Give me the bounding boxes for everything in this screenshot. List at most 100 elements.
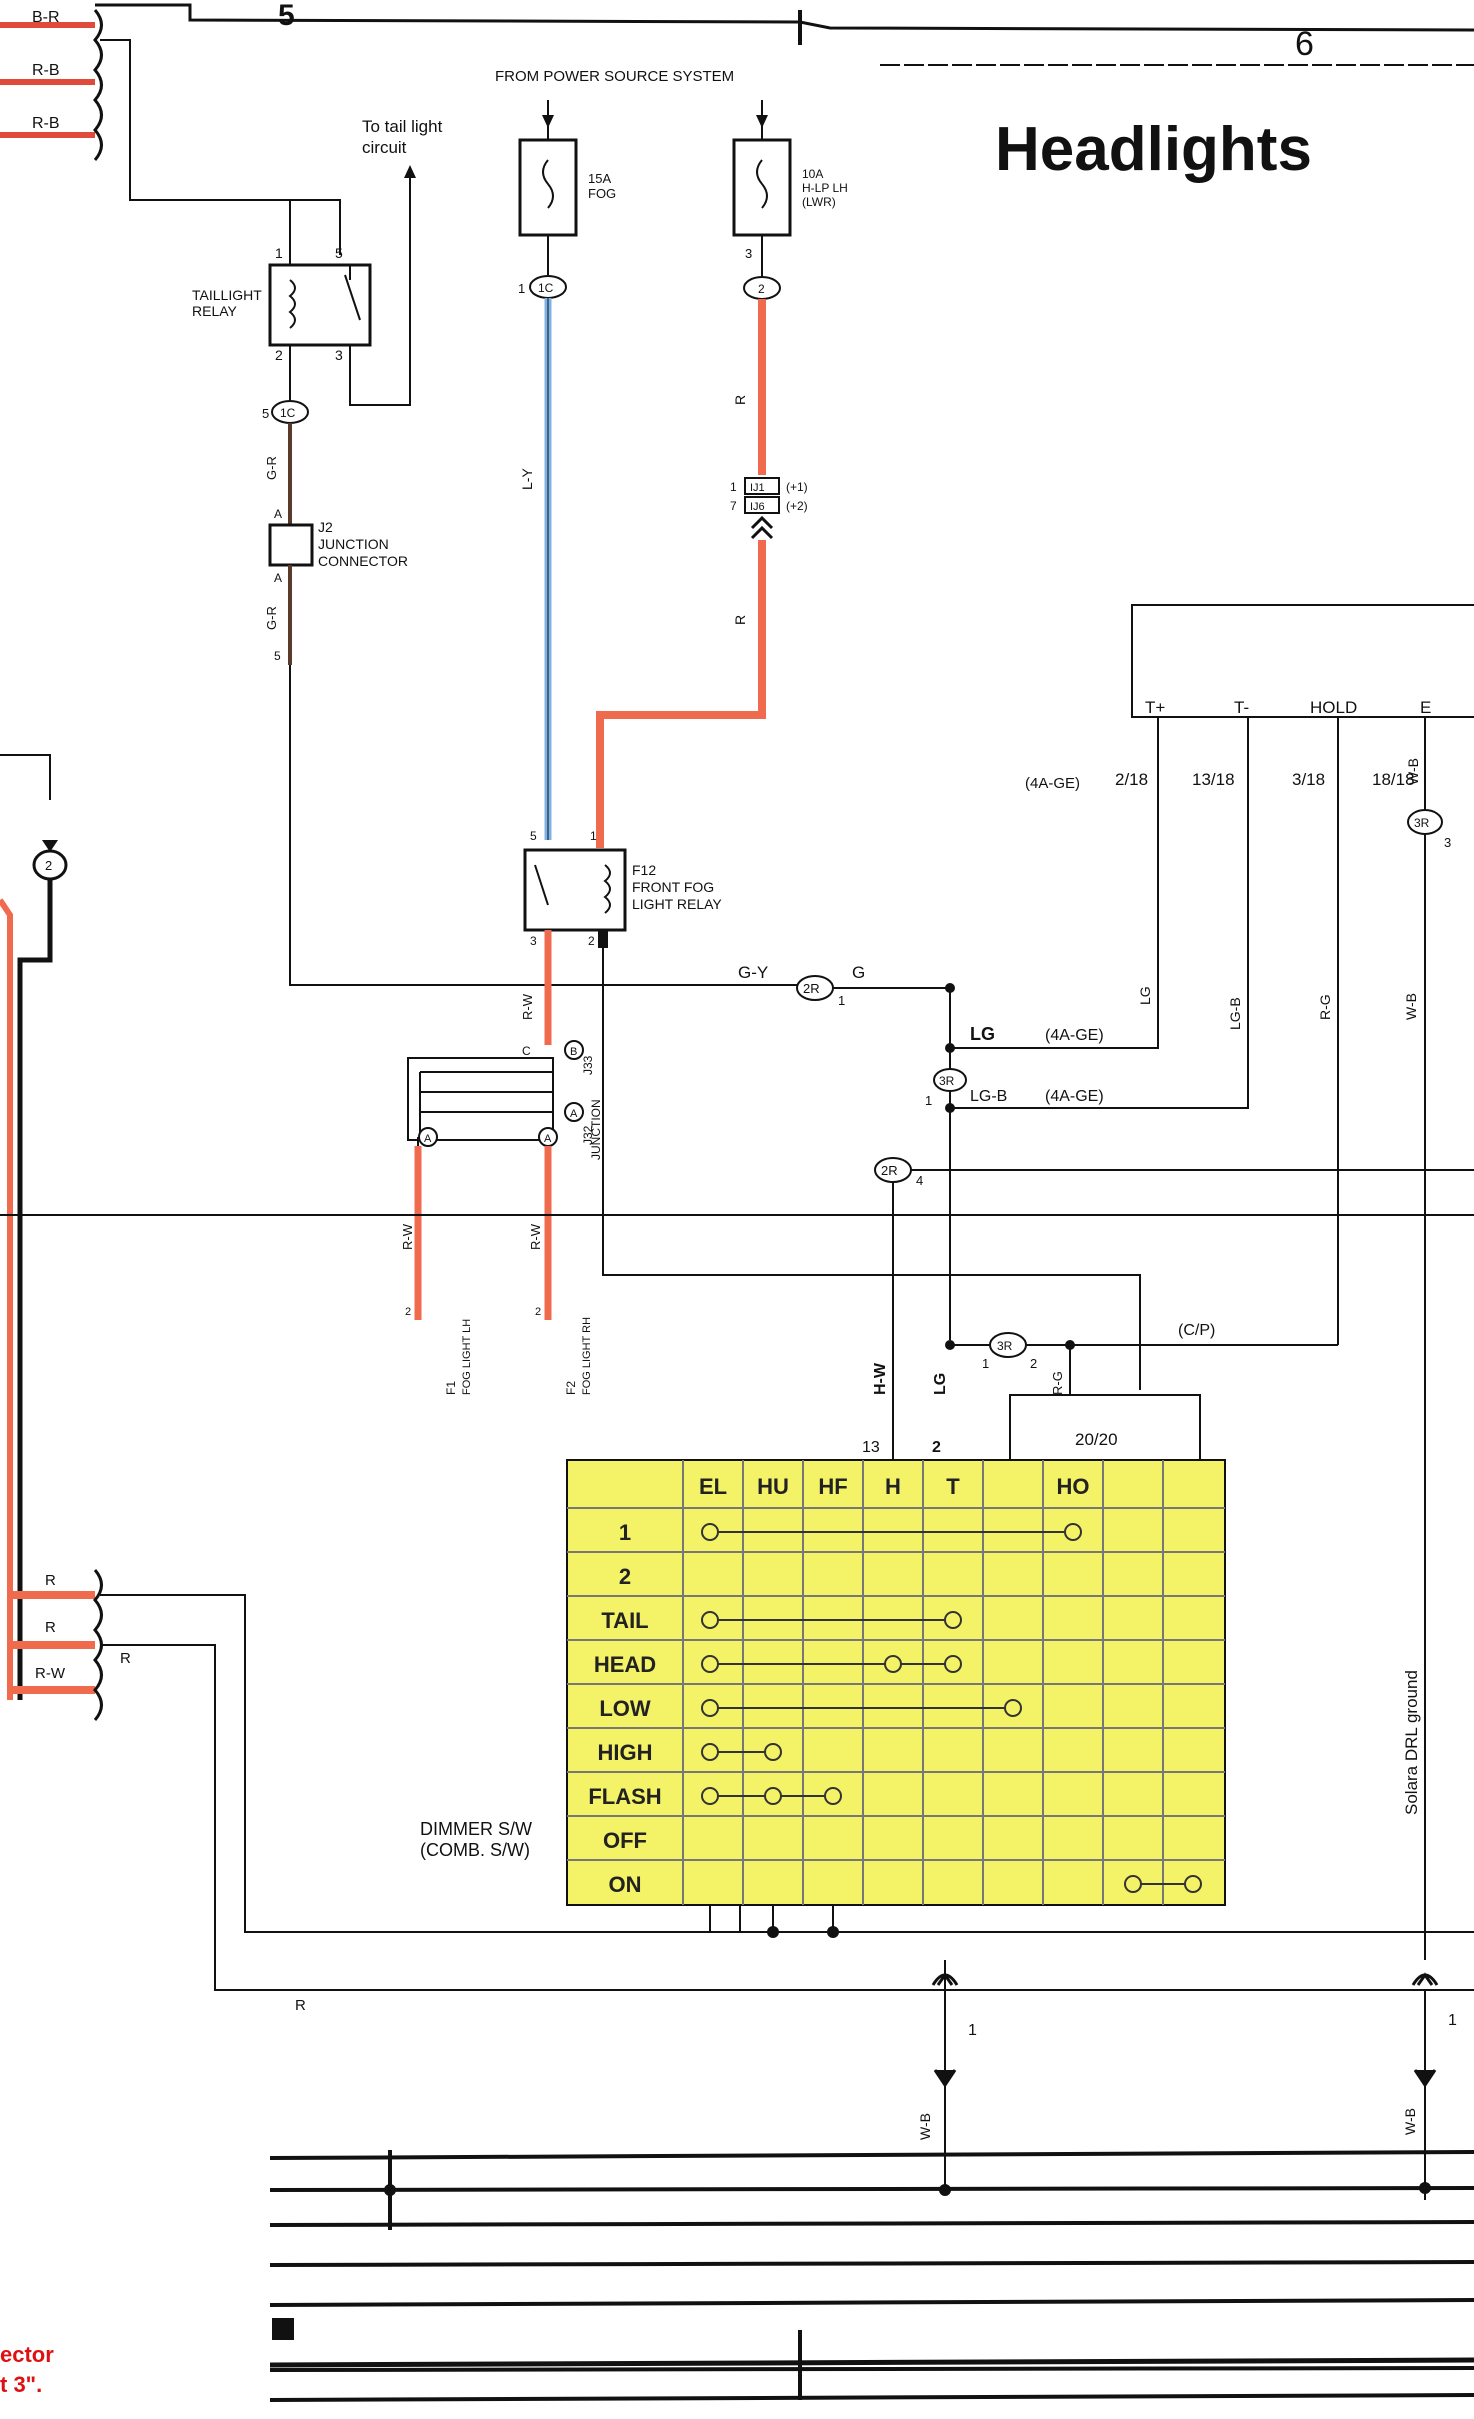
switch-row-flash: FLASH — [588, 1784, 661, 1809]
ecu-wire-lg: LG — [1137, 986, 1153, 1005]
ground-left: 1 W-B — [917, 1960, 977, 2190]
fuse-fog-rating: 15A — [588, 171, 611, 186]
left-wire-r-right: R — [120, 1650, 131, 1667]
wire-label-r-1: R — [732, 395, 748, 405]
wire-r: R 1 IJ1 (+1) 7 IJ6 (+2) R — [596, 299, 808, 848]
ecu-fraction-3: 3/18 — [1292, 770, 1325, 789]
junction-lg-note: (4A-GE) — [1045, 1027, 1104, 1044]
switch-header-el: EL — [699, 1474, 727, 1499]
connector-3r-cp-id: 3R — [997, 1339, 1013, 1353]
ij-pin-7: 7 — [730, 499, 737, 513]
tail-light-note-2: circuit — [362, 138, 407, 157]
drl-ground-label: Solara DRL ground — [1402, 1670, 1421, 1815]
power-source-label: FROM POWER SOURCE SYSTEM — [495, 68, 734, 85]
top-left-wires: B-R R-B R-B — [0, 9, 341, 255]
ecu-terminal-tminus: T- — [1234, 698, 1249, 717]
top-frame: 5 6 — [95, 0, 1474, 66]
fog-lights: 2 F1 FOG LIGHT LH 2 F2 FOG LIGHT RH — [405, 1306, 593, 1395]
switch-row-off: OFF — [603, 1828, 647, 1853]
ecu-terminal-e: E — [1420, 698, 1431, 717]
front-fog-relay: 5 1 3 2 F12 FRONT FOG LIGHT RELAY — [523, 829, 1141, 1390]
wire-label-g: G — [852, 963, 865, 982]
fog-relay-pin-1: 1 — [590, 829, 597, 843]
taillight-pin-3: 3 — [335, 347, 343, 363]
taillight-pin-2: 2 — [275, 347, 283, 363]
connector-3r-cp-pin1: 1 — [982, 1356, 989, 1371]
ecu-fraction-4: 18/18 — [1372, 770, 1415, 789]
switch-row-1: 1 — [619, 1520, 631, 1545]
switch-header-h: H — [885, 1474, 901, 1499]
bottom-wire-r: R — [295, 1997, 306, 2014]
connector-2r-b-group: 2R 4 — [874, 1157, 1474, 1460]
switch-header-t: T — [946, 1474, 960, 1499]
junction-j32: R-W C B A A A J33 J32 JUNCTION R-W R-W — [400, 930, 603, 1320]
j33-label: J33 — [581, 1055, 595, 1075]
switch-pin-2020: 20/20 — [1075, 1430, 1118, 1449]
bus-junction-3 — [1419, 2182, 1431, 2194]
page-title: Headlights — [995, 115, 1312, 184]
j2-pin-a1: A — [274, 507, 282, 521]
left-wire-r-2: R — [45, 1619, 56, 1636]
junction-lgb-pin: 1 — [925, 1093, 932, 1108]
taillight-relay-name-1: TAILLIGHT — [192, 287, 262, 303]
wire-label-rw-2: R-W — [400, 1223, 415, 1250]
fog-relay-name-3: LIGHT RELAY — [632, 896, 722, 912]
ij-id-1: IJ1 — [750, 482, 765, 494]
table-grid — [567, 1460, 1225, 1905]
connector-2r-group: 2R 1 G-Y G LG (4A-GE) 3R 1 LG-B (4A-GE) — [738, 690, 1249, 1340]
ecu-terminal-tplus: T+ — [1145, 698, 1165, 717]
dimmer-label-2: (COMB. S/W) — [420, 1840, 530, 1860]
junction-lgb-label: LG-B — [970, 1088, 1007, 1105]
ij-label-2: (+2) — [786, 499, 808, 513]
fuse-hlp-name-1: H-LP LH — [802, 181, 848, 195]
ij-pin-1: 1 — [730, 480, 737, 494]
taillight-relay-name-2: RELAY — [192, 303, 238, 319]
connector-2r-pin: 1 — [838, 993, 845, 1008]
j2-pin-5: 5 — [274, 649, 281, 663]
fog-light-rh-pin: 2 — [535, 1306, 541, 1318]
junction-dot-2 — [827, 1926, 839, 1938]
taillight-pin-1: 1 — [275, 245, 283, 261]
red-note-1: ector — [0, 2342, 54, 2367]
ecu-box: T+ T- HOLD E (4A-GE) 2/18 13/18 3/18 18/… — [1025, 604, 1474, 1960]
junction-dot-1 — [767, 1926, 779, 1938]
j32-pin-a1: A — [570, 1108, 578, 1120]
j2-pin-a2: A — [274, 571, 282, 585]
wire-label-r-2: R — [732, 615, 748, 625]
fog-relay-name-1: F12 — [632, 862, 656, 878]
j32-pin-a2: A — [544, 1133, 552, 1145]
fog-light-lh-id: F1 — [444, 1381, 458, 1395]
switch-header-ho: HO — [1057, 1474, 1090, 1499]
ground-left-pin: 1 — [968, 2022, 977, 2039]
switch-pin-13: 13 — [862, 1439, 880, 1456]
connector-3r-right-id: 3R — [1414, 816, 1430, 830]
tail-light-note-1: To tail light — [362, 117, 443, 136]
wire-label-br: B-R — [32, 9, 60, 26]
ecu-terminal-hold: HOLD — [1310, 698, 1357, 717]
continuity-marks — [701, 1523, 1202, 1893]
connector-2r-b-pin: 4 — [916, 1173, 923, 1188]
switch-row-head: HEAD — [594, 1652, 656, 1677]
junction-lg-label: LG — [970, 1024, 995, 1044]
taillight-connector: 1C — [280, 406, 296, 420]
wire-label-rb2: R-B — [32, 115, 60, 132]
taillight-pin-5: 5 — [335, 245, 343, 261]
taillight-relay: TAILLIGHT RELAY 1 5 2 3 To tail light ci… — [192, 117, 443, 424]
j32-pin-a3: A — [424, 1133, 432, 1145]
j2-name-3: CONNECTOR — [318, 553, 408, 569]
fuse-hlp: 10A H-LP LH (LWR) 3 2 — [732, 100, 848, 300]
fog-light-rh-name: FOG LIGHT RH — [581, 1317, 593, 1395]
ecu-wire-wb-top: W-B — [1405, 758, 1421, 785]
connector-2r-id: 2R — [803, 981, 820, 996]
fog-relay-pin-5: 5 — [530, 829, 537, 843]
ecu-wire-rg: R-G — [1317, 994, 1333, 1020]
page-number: 6 — [1295, 25, 1314, 63]
junction-label: JUNCTION — [589, 1099, 603, 1160]
ground-right-wb: W-B — [1402, 2108, 1418, 2135]
page-marker: 5 — [278, 0, 295, 32]
ecu-fraction-1: 2/18 — [1115, 770, 1148, 789]
junction-lgb-id: 3R — [939, 1074, 955, 1088]
connector-3r-cp-pin2: 2 — [1030, 1356, 1037, 1371]
dimmer-switch-table: EL HU HF H T HO 1 2 TAIL HEAD LOW HIGH F… — [566, 1459, 1226, 1906]
